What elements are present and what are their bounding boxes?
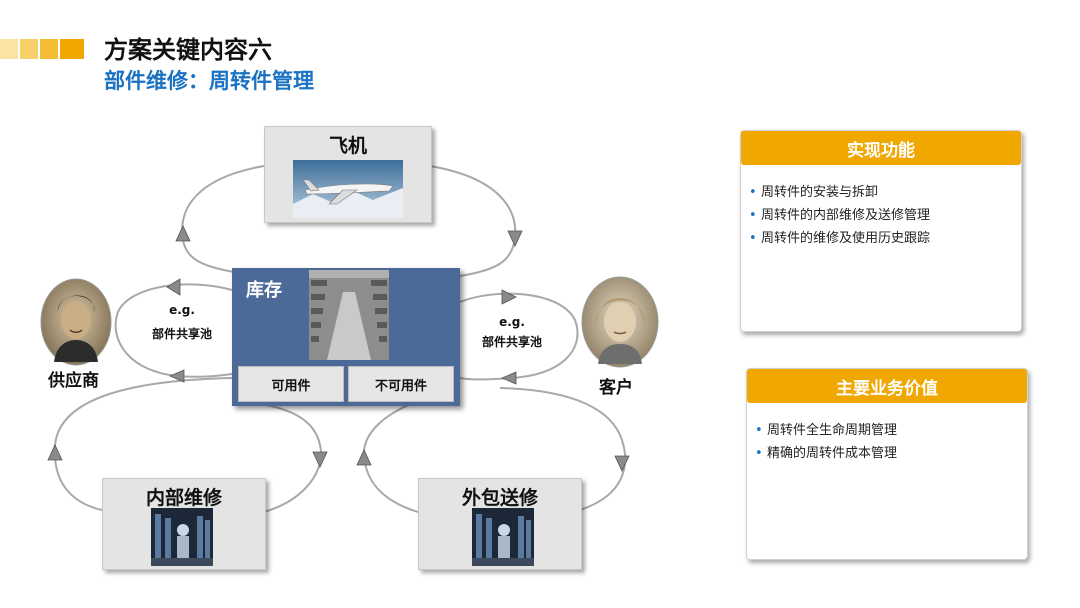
arrow-head-left-icon-2 (168, 369, 185, 383)
functions-panel: 实现功能 周转件的安装与拆卸 周转件的内部维修及送修管理 周转件的维修及使用历史… (740, 130, 1022, 332)
list-item: 周转件全生命周期管理 (755, 419, 897, 442)
flow-arc-top-right (429, 165, 517, 277)
customer-label: 客户 (599, 378, 633, 398)
arrow-head-right-icon (501, 289, 517, 305)
customer-pool-label: e.g. 部件共享池 (481, 315, 542, 349)
arrow-head-down-icon (507, 230, 523, 247)
page-title: 方案关键内容六 (104, 36, 272, 64)
flow-arc-outsourced-right (499, 387, 627, 511)
repair-workshop-icon (151, 508, 213, 566)
unavailable-parts-box: 不可用件 (348, 366, 454, 402)
values-panel-title: 主要业务价值 (747, 369, 1027, 403)
arrow-head-down-icon-2 (312, 451, 328, 468)
page-subtitle: 部件维修：周转件管理 (104, 69, 314, 93)
list-item: 精确的周转件成本管理 (755, 442, 897, 465)
functions-panel-title: 实现功能 (741, 131, 1021, 165)
list-item: 周转件的内部维修及送修管理 (749, 204, 930, 227)
customer-avatar (581, 276, 659, 368)
warehouse-icon (309, 270, 389, 360)
supplier-avatar (40, 278, 112, 366)
flow-arc-internal-right (239, 401, 322, 513)
values-list: 周转件全生命周期管理 精确的周转件成本管理 (755, 419, 897, 465)
functions-list: 周转件的安装与拆卸 周转件的内部维修及送修管理 周转件的维修及使用历史跟踪 (749, 181, 930, 250)
arrow-head-left-icon-3 (500, 371, 517, 385)
internal-repair-label: 内部维修 (145, 487, 222, 509)
flow-arc-customer (459, 292, 579, 381)
flow-arc-internal-left (53, 377, 233, 511)
inventory-label: 库存 (246, 280, 282, 301)
inventory-node: 库存 可用件 不可用件 (232, 268, 460, 406)
list-item: 周转件的维修及使用历史跟踪 (749, 227, 930, 250)
internal-repair-node: 内部维修 (102, 478, 266, 570)
arrow-head-left-icon (166, 278, 181, 296)
supplier-label: 供应商 (48, 371, 99, 391)
list-item: 周转件的安装与拆卸 (749, 181, 930, 204)
title-accent-bars (0, 39, 84, 59)
aircraft-node: 飞机 (264, 126, 432, 223)
airplane-icon (293, 160, 403, 218)
outsourced-repair-label: 外包送修 (461, 487, 538, 509)
values-panel: 主要业务价值 周转件全生命周期管理 精确的周转件成本管理 (746, 368, 1028, 560)
flow-arc-top-left (181, 165, 265, 273)
outsourced-repair-node: 外包送修 (418, 478, 582, 570)
available-parts-box: 可用件 (238, 366, 344, 402)
aircraft-label: 飞机 (328, 135, 367, 157)
arrow-head-up-icon-2 (47, 444, 63, 461)
arrow-head-up-icon (175, 225, 191, 242)
outsourced-workshop-icon (472, 508, 534, 566)
arrow-head-down-icon-3 (614, 455, 630, 472)
arrow-head-up-icon-3 (356, 449, 372, 466)
supplier-pool-label: e.g. 部件共享池 (151, 303, 212, 341)
